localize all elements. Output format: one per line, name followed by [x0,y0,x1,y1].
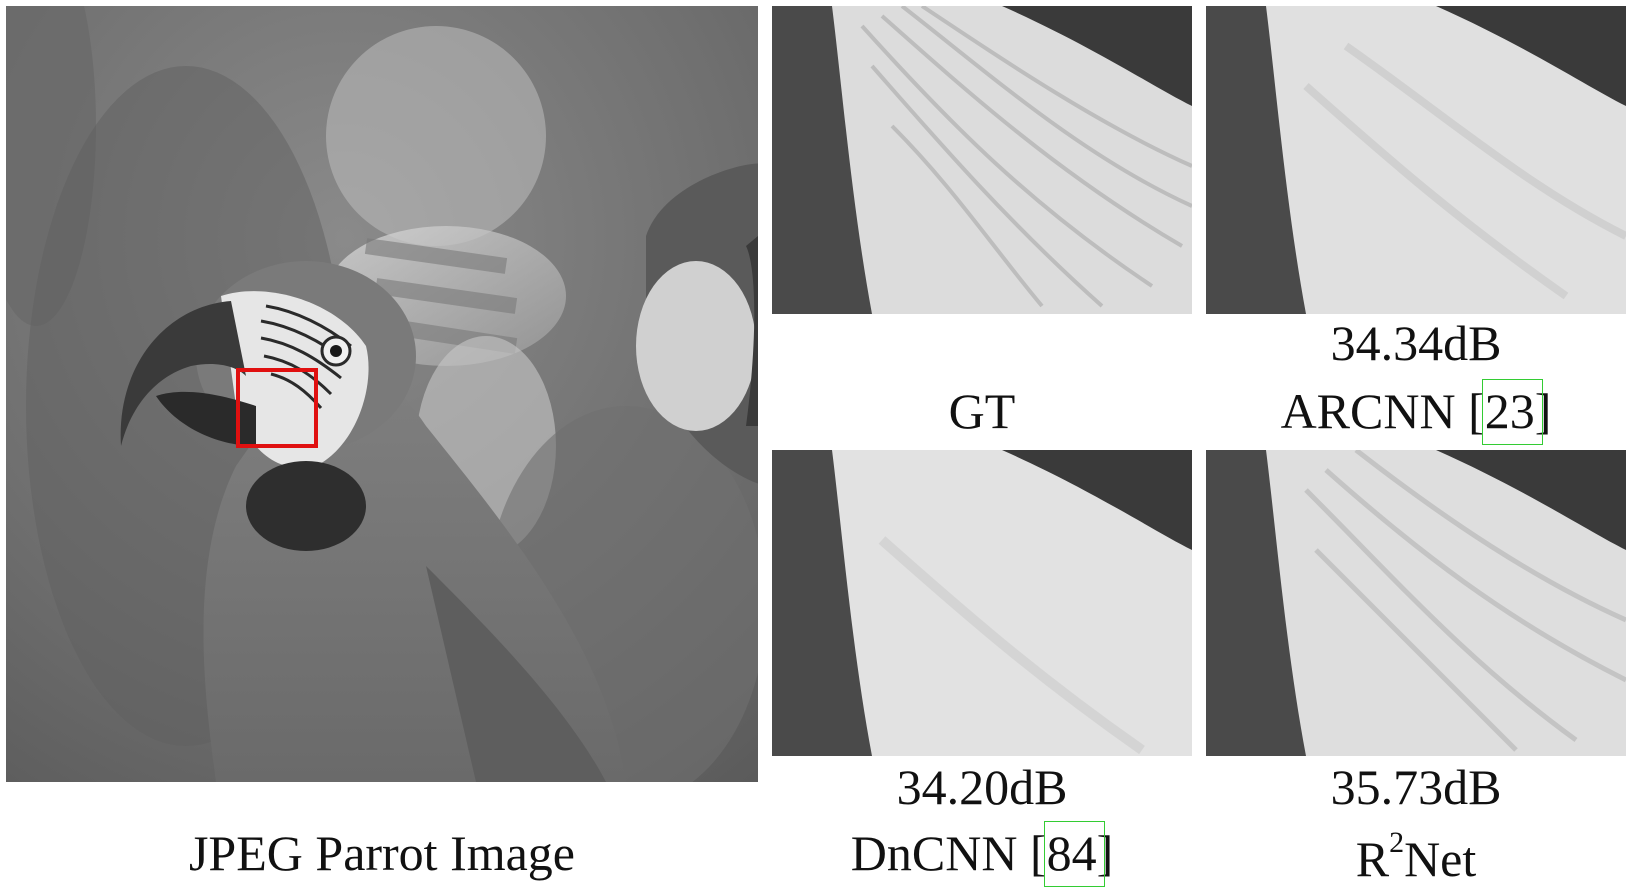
crop-r2net-image [1206,450,1626,756]
r2net-name-base: R [1355,831,1390,887]
r2net-name-rest: Net [1404,831,1477,887]
r2net-caption: R2Net [1206,826,1626,887]
crop-dncnn-image [772,450,1192,756]
crop-arcnn-image [1206,6,1626,314]
arcnn-caption: ARCNN [23] [1206,379,1626,445]
arcnn-psnr: 34.34dB [1330,315,1502,371]
main-image-caption: JPEG Parrot Image [188,825,576,881]
r2net-psnr: 35.73dB [1330,759,1502,815]
r2net-name-sup: 2 [1389,826,1405,859]
crop-gt [772,6,1192,314]
gt-caption: GT [948,383,1016,439]
arcnn-ref-number: 23 [1484,383,1535,439]
citation-link-box [1482,379,1544,445]
crop-r2net [1206,450,1626,756]
dncnn-method-name: DnCNN [850,825,1018,881]
crop-arcnn [1206,6,1626,314]
dncnn-caption: DnCNN [84] [772,821,1192,887]
dncnn-citation[interactable]: [84] [1030,821,1113,887]
crop-gt-image [772,6,1192,314]
parrot-illustration [6,6,758,782]
roi-box [236,368,318,448]
dncnn-psnr: 34.20dB [896,759,1068,815]
citation-link-box [1043,821,1106,887]
jpeg-parrot-image [6,6,758,782]
crop-dncnn [772,450,1192,756]
arcnn-citation[interactable]: [23] [1468,379,1551,445]
dncnn-ref-number: 84 [1046,825,1097,881]
arcnn-method-name: ARCNN [1280,383,1456,439]
